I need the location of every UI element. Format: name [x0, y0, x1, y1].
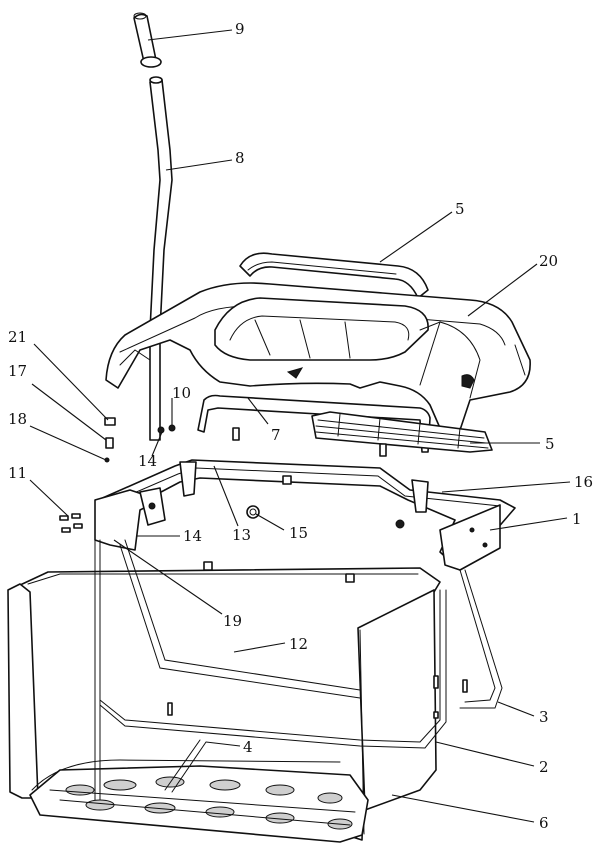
lower-frame-part [94, 539, 503, 801]
callout-8: 8 [235, 149, 245, 167]
callout-9: 9 [235, 20, 245, 38]
handle-grip-part [133, 12, 162, 68]
callout-1: 1 [572, 510, 582, 528]
callout-3: 3 [539, 708, 549, 726]
lid-cover-part [105, 282, 531, 431]
callout-21: 21 [8, 328, 27, 346]
callout-14-lower: 14 [183, 527, 202, 545]
grille-vent-part [311, 411, 493, 453]
callout-13: 13 [232, 526, 251, 544]
callout-16: 16 [574, 473, 593, 491]
callout-15: 15 [289, 524, 308, 542]
callout-20: 20 [539, 252, 558, 270]
leader-lines [29, 29, 571, 823]
handle-tube-part [149, 76, 173, 441]
callout-17: 17 [8, 362, 27, 380]
base-mat-part [29, 765, 369, 843]
callout-14-upper: 14 [138, 452, 157, 470]
callout-19: 19 [223, 612, 242, 630]
callout-5-top: 5 [455, 200, 465, 218]
upper-frame-part [94, 459, 516, 571]
callout-10: 10 [172, 384, 191, 402]
hardware-parts [59, 417, 405, 663]
callout-4: 4 [243, 738, 253, 756]
callout-11: 11 [8, 464, 27, 482]
callout-18: 18 [8, 410, 27, 428]
callout-12: 12 [289, 635, 308, 653]
callout-7: 7 [271, 426, 281, 444]
callout-labels: 9 8 5 20 21 10 17 7 18 14 5 11 16 13 15 … [8, 20, 593, 832]
callout-6: 6 [539, 814, 549, 832]
callout-5-lower: 5 [545, 435, 555, 453]
callout-2: 2 [539, 758, 549, 776]
